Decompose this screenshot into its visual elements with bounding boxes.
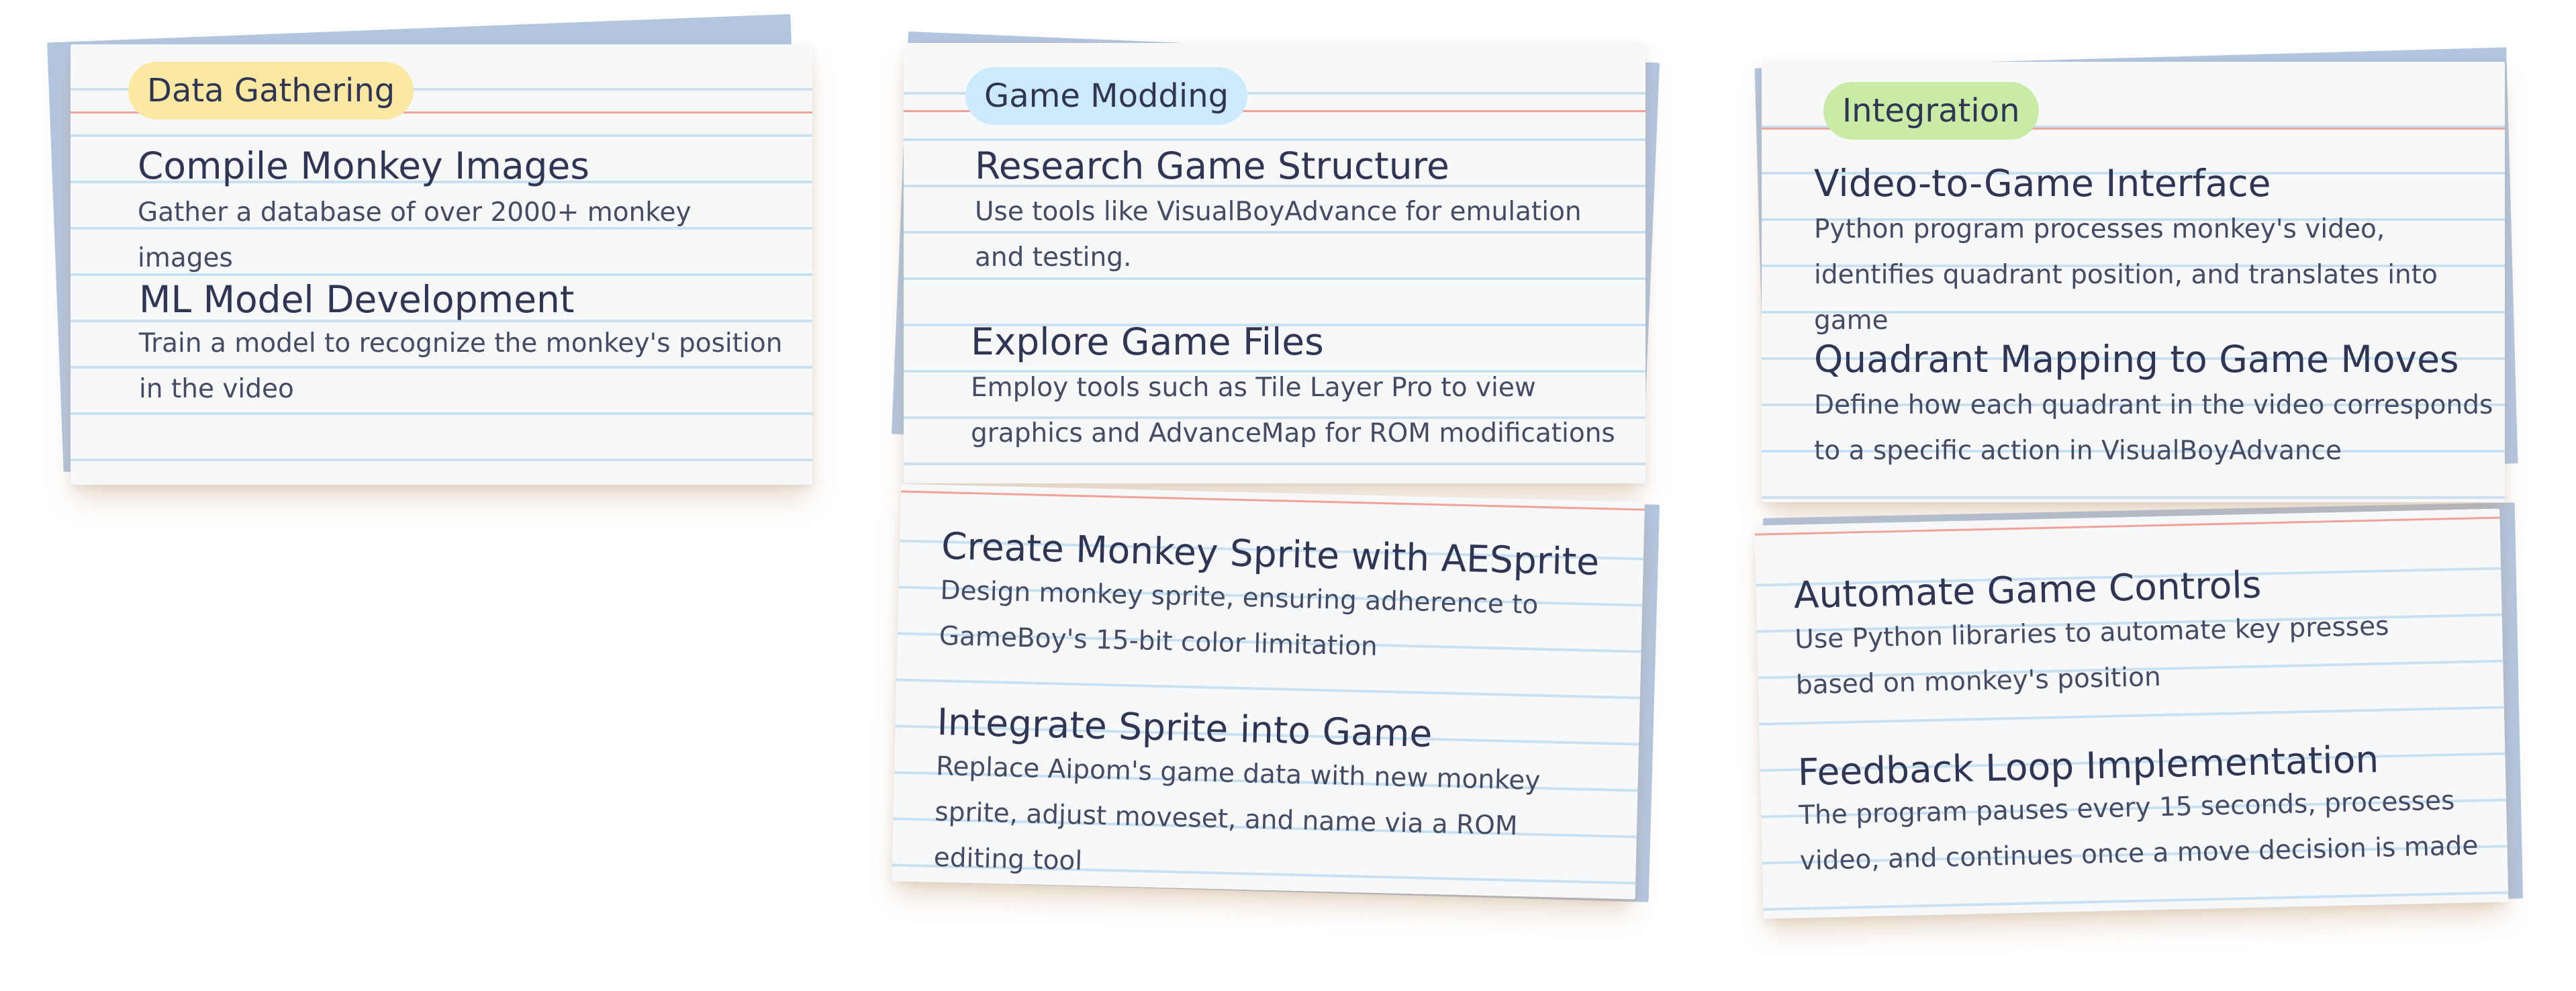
task-description: Use Python libraries to automate key pre…: [1794, 611, 2389, 701]
category-badge-game-modding: Game Modding: [965, 67, 1248, 125]
card-top-rule: [904, 110, 1645, 112]
task-description: Define how each quadrant in the video co…: [1814, 390, 2493, 466]
task-title-ml-model-development: ML Model Development: [139, 278, 575, 321]
task-description: Python program processes monkey's video,…: [1814, 214, 2438, 336]
game-modding-card-stack: Game Modding Research Game Structure Use…: [873, 0, 1712, 940]
task-description: Design monkey sprite, ensuring adherence…: [939, 575, 1539, 662]
game-modding-card-top: Game Modding Research Game Structure Use…: [904, 43, 1645, 483]
game-modding-card-bottom: Create Monkey Sprite with AESprite Desig…: [891, 483, 1645, 900]
task-description: Train a model to recognize the monkey's …: [139, 328, 783, 404]
integration-card-bottom: Automate Game Controls Use Python librar…: [1754, 508, 2509, 919]
task-description: Replace Aipom's game data with new monke…: [933, 751, 1541, 877]
task-title-explore-game-files: Explore Game Files: [971, 320, 1324, 363]
task-title-research-game-structure: Research Game Structure: [975, 144, 1449, 187]
category-badge-data-gathering: Data Gathering: [128, 62, 414, 120]
task-title-quadrant-mapping: Quadrant Mapping to Game Moves: [1814, 338, 2459, 381]
task-description: Employ tools such as Tile Layer Pro to v…: [971, 373, 1615, 449]
data-gathering-card-stack: Data Gathering Compile Monkey Images Gat…: [0, 0, 873, 510]
card-top-rule: [1762, 128, 2505, 130]
integration-card-stack: Integration Video-to-Game Interface Pyth…: [1712, 0, 2576, 953]
task-title-video-to-game-interface: Video-to-Game Interface: [1814, 162, 2271, 205]
category-badge-integration: Integration: [1823, 82, 2039, 140]
task-description: Use tools like VisualBoyAdvance for emul…: [975, 197, 1582, 273]
card-top-rule: [70, 111, 812, 113]
data-gathering-card: Data Gathering Compile Monkey Images Gat…: [70, 44, 812, 485]
task-title-compile-monkey-images: Compile Monkey Images: [138, 144, 590, 187]
card-top-rule: [901, 490, 1645, 511]
integration-card-top: Integration Video-to-Game Interface Pyth…: [1762, 62, 2505, 502]
task-description: The program pauses every 15 seconds, pro…: [1798, 786, 2479, 877]
task-description: Gather a database of over 2000+ monkey i…: [138, 197, 691, 273]
